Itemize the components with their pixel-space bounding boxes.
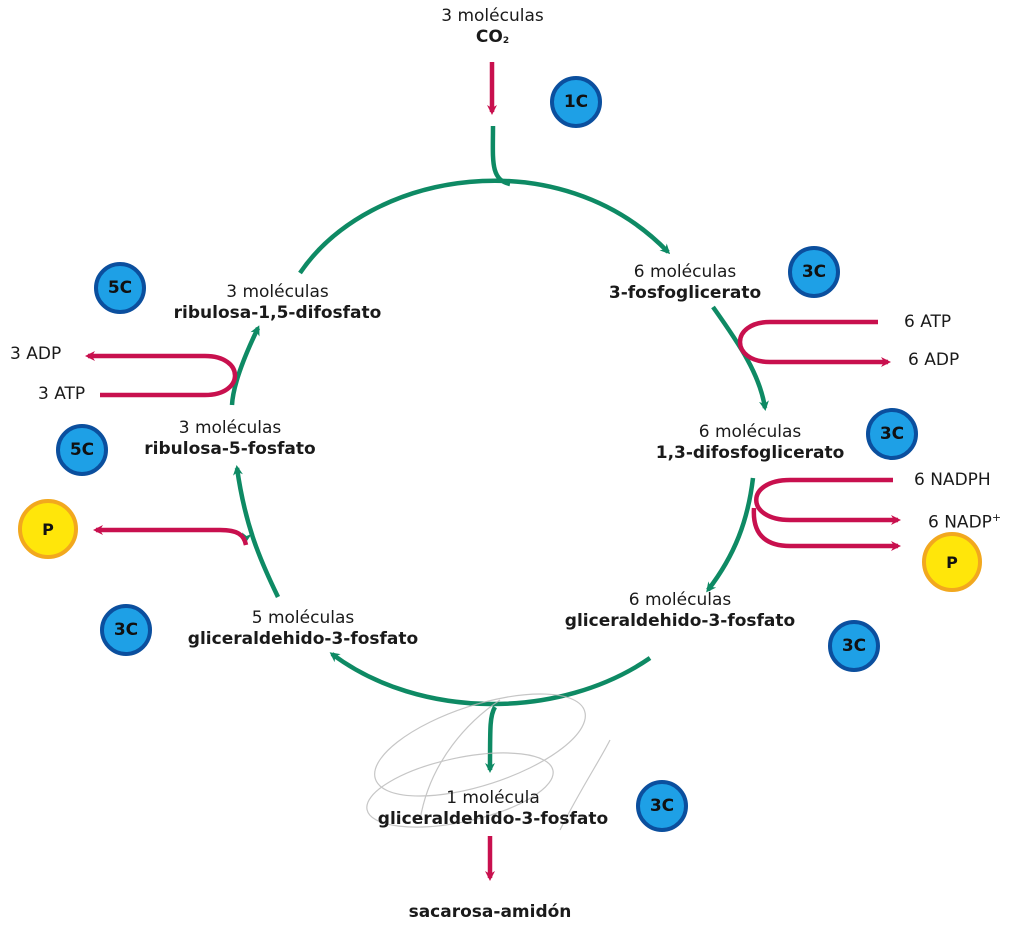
node-name: ribulosa-1,5-difosfato <box>173 303 382 323</box>
adp-out-left: 3 ADP <box>10 344 62 364</box>
node-name: gliceraldehido-3-fosfato <box>187 629 419 649</box>
atp-in-right: 6 ATP <box>904 312 952 332</box>
node-count: 3 moléculas <box>226 282 329 302</box>
node-name: 3-fosfoglicerato <box>608 283 762 303</box>
nadp-out: 6 NADP+ <box>928 511 1002 533</box>
node-count: 5 moléculas <box>251 608 355 628</box>
node-gliceraldehido-3-fosfato-5: 5 moléculas gliceraldehido-3-fosfato <box>168 608 438 650</box>
arc-pga-to-bpg <box>711 305 769 411</box>
nadph-loop <box>754 477 901 525</box>
node-name: gliceraldehido-3-fosfato <box>377 809 609 829</box>
output-name: sacarosa-amidón <box>408 902 572 922</box>
node-1-3-difosfoglicerato: 6 moléculas 1,3-difosfoglicerato <box>640 422 860 464</box>
node-name: gliceraldehido-3-fosfato <box>564 611 796 631</box>
co2-entry-stem <box>490 125 511 187</box>
node-gliceraldehido-3-fosfato-1: 1 molécula gliceraldehido-3-fosfato <box>358 788 628 830</box>
signature-watermark <box>366 693 611 831</box>
adp-out-right: 6 ADP <box>908 350 960 370</box>
node-name: ribulosa-5-fosfato <box>144 439 316 459</box>
atp-adp-loop-left <box>85 351 238 398</box>
arc-rubp-to-pga <box>298 178 671 275</box>
co2-count: 3 moléculas <box>441 6 544 26</box>
node-count: 6 moléculas <box>633 262 737 282</box>
output-stem <box>485 705 497 773</box>
node-gliceraldehido-3-fosfato-6: 6 moléculas gliceraldehido-3-fosfato <box>545 590 815 632</box>
arc-g3p6-to-g3p5 <box>329 652 652 707</box>
node-count: 1 molécula <box>446 788 540 808</box>
node-3-fosfoglicerato: 6 moléculas 3-fosfoglicerato <box>590 262 780 304</box>
co2-name: CO2 <box>475 27 510 47</box>
p-release-right <box>751 507 901 551</box>
arc-bpg-to-g3p6 <box>706 477 756 593</box>
badge-5c: 5C <box>56 424 108 476</box>
atp-in-left: 3 ATP <box>38 384 86 404</box>
node-count: 3 moléculas <box>178 418 282 438</box>
phosphate-icon-left: P <box>18 499 78 559</box>
badge-1c: 1C <box>550 76 602 128</box>
badge-3c: 3C <box>100 604 152 656</box>
badge-3c: 3C <box>866 408 918 460</box>
phosphate-icon-right: P <box>922 532 982 592</box>
badge-3c: 3C <box>828 620 880 672</box>
p-release-left <box>93 525 249 546</box>
co2-label: 3 moléculas CO2 <box>410 6 575 52</box>
output-label: sacarosa-amidón <box>380 902 600 923</box>
node-ribulosa-5-fosfato: 3 moléculas ribulosa-5-fosfato <box>130 418 330 460</box>
node-count: 6 moléculas <box>628 590 732 610</box>
atp-adp-loop-right <box>737 319 891 367</box>
arc-ru5p-to-rubp <box>229 325 261 406</box>
node-ribulosa-1-5-difosfato: 3 moléculas ribulosa-1,5-difosfato <box>160 282 395 324</box>
badge-3c: 3C <box>788 246 840 298</box>
node-count: 6 moléculas <box>698 422 802 442</box>
node-name: 1,3-difosfoglicerato <box>655 443 845 463</box>
badge-3c: 3C <box>636 780 688 832</box>
badge-5c: 5C <box>94 262 146 314</box>
arc-g3p5-to-ru5p <box>233 465 281 598</box>
nadph-in: 6 NADPH <box>914 470 991 490</box>
